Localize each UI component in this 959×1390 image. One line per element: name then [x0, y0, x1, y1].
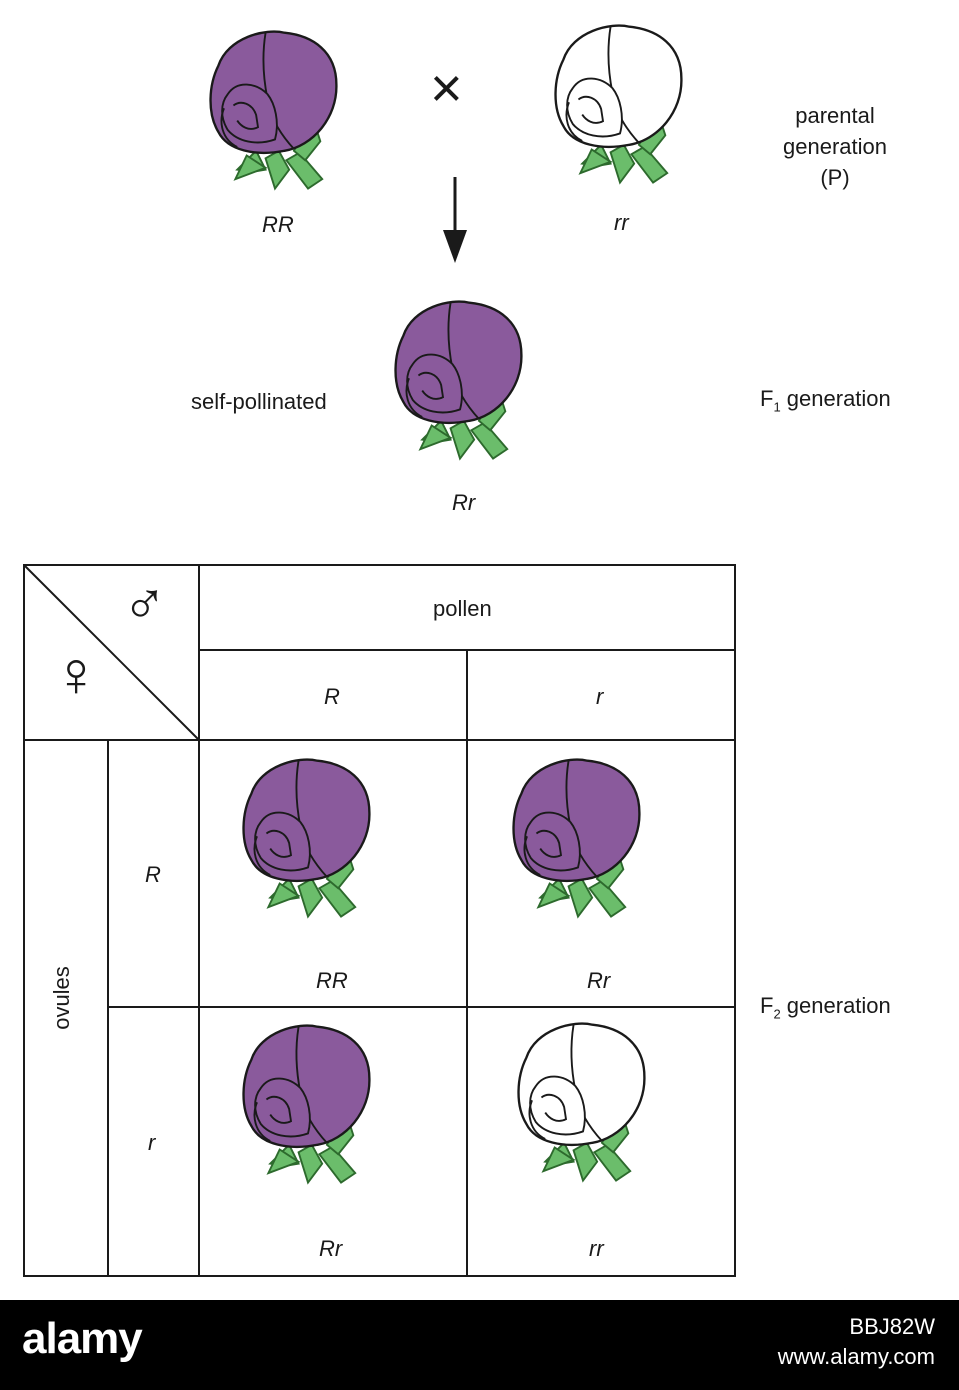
female-symbol-icon: ♀: [52, 638, 100, 710]
pollen-header: pollen: [433, 596, 492, 621]
f1-label-suffix: generation: [780, 386, 891, 411]
watermark-brand: alamy: [22, 1314, 143, 1363]
genotype-Rr-f1: Rr: [452, 490, 476, 515]
f1-label-sub: 1: [773, 399, 781, 415]
parental-label-line1: parental: [795, 103, 875, 128]
flower-white-rr-cell: [517, 1022, 646, 1182]
row-header-R: R: [145, 862, 161, 887]
flower-purple-RR-cell: [242, 758, 371, 918]
arrow-down-icon: [443, 177, 467, 263]
cell-genotype-Rr-bottom: Rr: [319, 1236, 343, 1261]
watermark-image-id: BBJ82W: [849, 1314, 935, 1339]
col-header-R: R: [324, 684, 340, 709]
f1-generation-label: F1 generation: [760, 386, 891, 414]
ovules-header: ovules: [49, 966, 74, 1030]
parental-label-line2: generation: [783, 134, 887, 159]
cell-genotype-rr: rr: [589, 1236, 604, 1261]
f2-label-prefix: F: [760, 993, 774, 1018]
parental-label-line3: (P): [820, 165, 850, 190]
flower-purple-Rr-cell-top: [512, 758, 641, 918]
f2-label-suffix: generation: [780, 993, 891, 1018]
parental-generation-label: parental generation (P): [770, 100, 900, 193]
male-symbol-icon: ♂: [122, 570, 167, 637]
watermark-bar: alamy BBJ82W www.alamy.com: [0, 1300, 959, 1390]
self-pollinated-label: self-pollinated: [191, 389, 327, 414]
flower-purple-Rr-cell-bottom: [242, 1024, 371, 1184]
col-header-r: r: [596, 684, 604, 709]
f2-label-sub: 2: [773, 1006, 781, 1022]
cell-genotype-Rr-top: Rr: [587, 968, 611, 993]
genotype-RR-parent: RR: [262, 212, 294, 237]
cross-symbol: ×: [430, 56, 463, 119]
watermark-id: BBJ82W www.alamy.com: [778, 1312, 935, 1372]
f1-label-prefix: F: [760, 386, 774, 411]
punnett-grid: [23, 564, 736, 1277]
f2-generation-label: F2 generation: [760, 993, 891, 1021]
row-header-r: r: [148, 1130, 156, 1155]
genotype-rr-parent: rr: [614, 210, 629, 235]
watermark-site: www.alamy.com: [777, 1344, 935, 1369]
cell-genotype-RR: RR: [316, 968, 348, 993]
